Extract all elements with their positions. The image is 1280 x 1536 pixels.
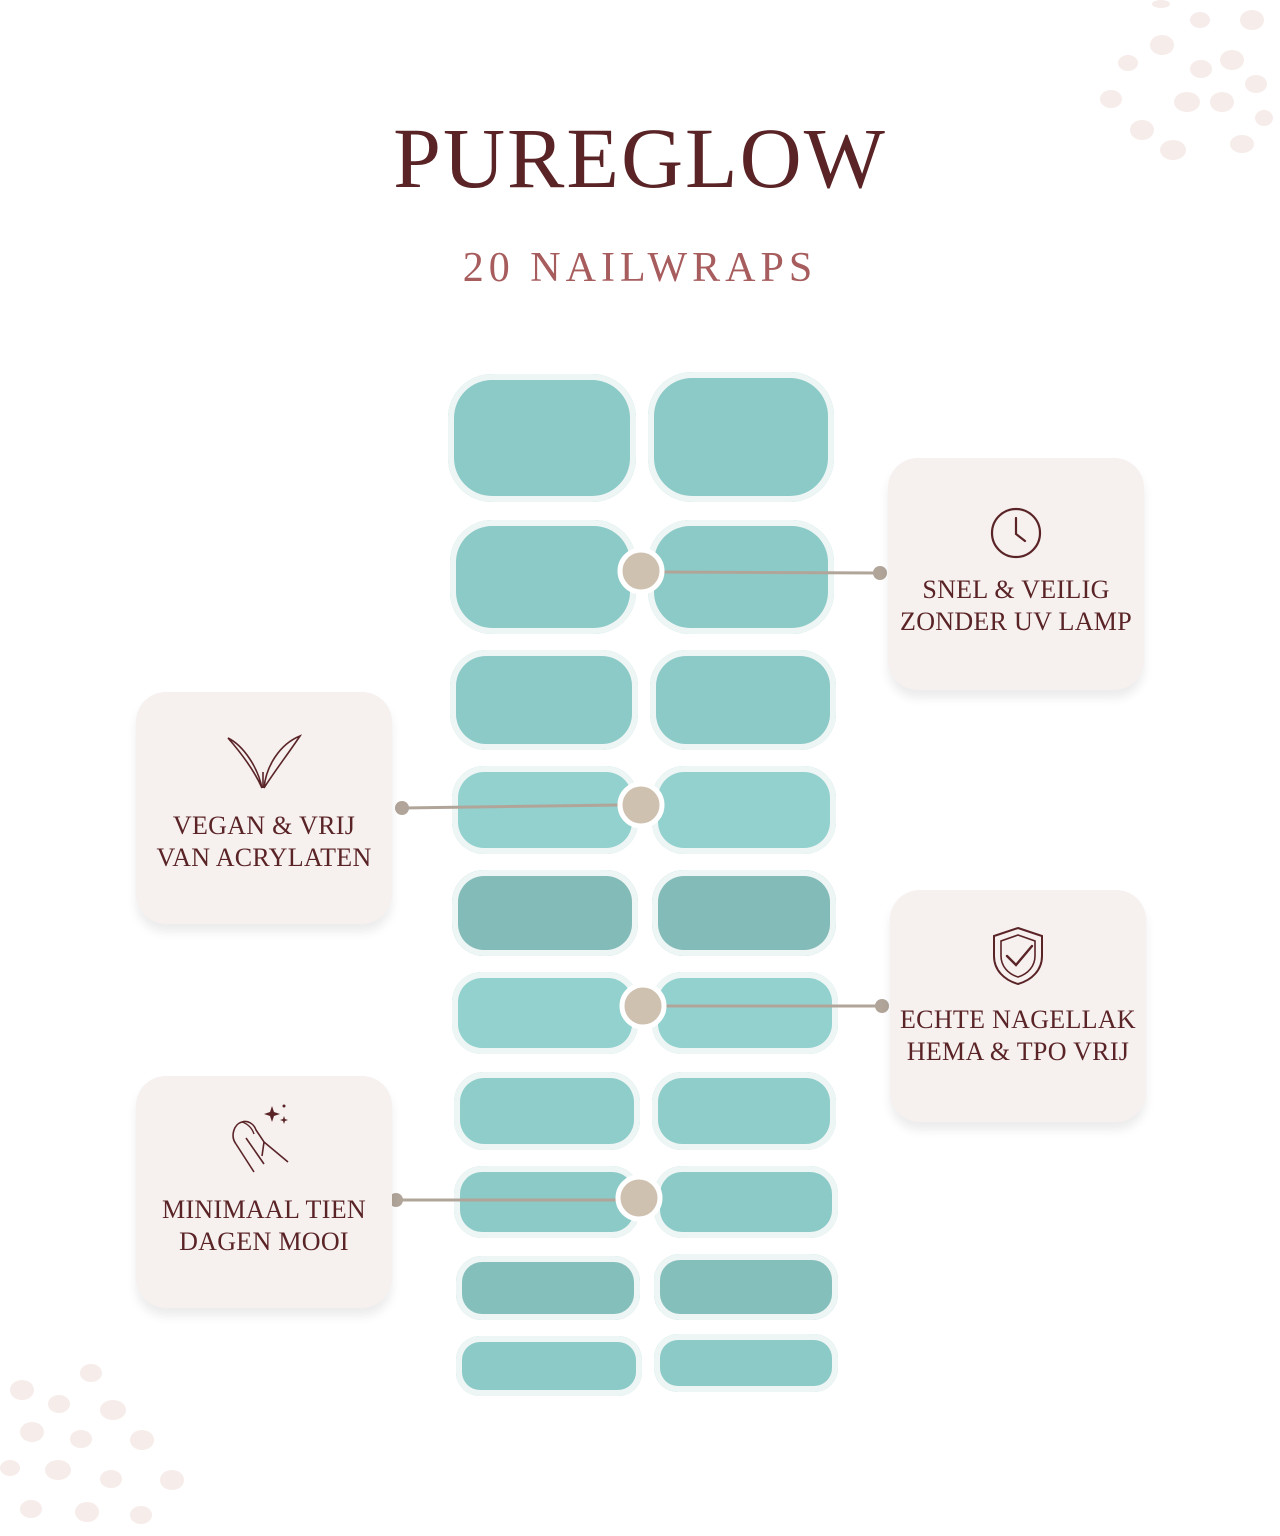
nail-wrap: [448, 374, 636, 502]
clock-icon: [888, 506, 1144, 560]
feature-card-long-lasting: MINIMAAL TIEN DAGEN MOOI: [136, 1076, 392, 1308]
nail-wrap: [456, 1256, 640, 1320]
feature-label: SNEL & VEILIG ZONDER UV LAMP: [900, 575, 1132, 636]
feature-label: MINIMAAL TIEN DAGEN MOOI: [162, 1195, 366, 1256]
feature-card-uv-free: SNEL & VEILIG ZONDER UV LAMP: [888, 458, 1144, 690]
connector-end-dot: [395, 801, 409, 815]
feature-card-vegan: VEGAN & VRIJ VAN ACRYLATEN: [136, 692, 392, 924]
shield-check-icon: [890, 924, 1146, 988]
nail-wrap: [652, 870, 836, 956]
decorative-dots-top-right: [1090, 0, 1280, 170]
decorative-dots-bottom-left: [0, 1360, 200, 1536]
nail-wrap: [452, 972, 638, 1054]
nail-wrap: [652, 972, 838, 1054]
nail-wrap: [648, 372, 834, 502]
nail-wrap: [454, 1072, 640, 1150]
nail-wrap: [650, 650, 836, 750]
nail-wrap: [654, 1166, 838, 1238]
page-title: PUREGLOW: [393, 110, 887, 206]
nail-wrap: [450, 650, 638, 750]
nail-wrap: [450, 520, 636, 634]
nail-sparkle-icon: [136, 1102, 392, 1178]
nail-wrap: [454, 1166, 640, 1238]
nail-wrap: [648, 520, 834, 634]
nail-wrap: [452, 870, 638, 956]
nail-wrap: [452, 766, 638, 854]
feature-card-real-polish: ECHTE NAGELLAK HEMA & TPO VRIJ: [890, 890, 1146, 1122]
page-subtitle: 20 NAILWRAPS: [462, 245, 818, 291]
leaf-icon: [136, 732, 392, 792]
nail-wrap: [652, 1072, 836, 1150]
nail-wrap: [652, 766, 836, 854]
nail-wrap: [654, 1334, 838, 1392]
nail-wrap: [456, 1336, 642, 1396]
feature-label: VEGAN & VRIJ VAN ACRYLATEN: [156, 811, 372, 872]
nail-wrap: [654, 1254, 838, 1320]
connector-end-dot: [875, 999, 889, 1013]
connector-end-dot: [873, 566, 887, 580]
feature-label: ECHTE NAGELLAK HEMA & TPO VRIJ: [900, 1005, 1136, 1066]
